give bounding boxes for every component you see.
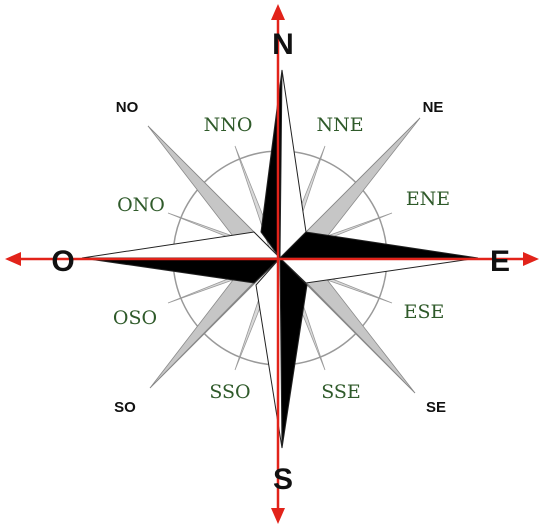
label-sso: SSO <box>209 381 250 403</box>
label-oso: OSO <box>113 307 157 329</box>
point-s-dark <box>280 258 307 448</box>
label-so: SO <box>114 399 136 416</box>
point-n-light <box>280 70 306 258</box>
arrowhead-south <box>271 508 285 524</box>
arrowhead-west <box>5 252 21 266</box>
label-ono: ONO <box>117 194 165 216</box>
label-nne: NNE <box>316 114 363 136</box>
point-e-dark <box>280 232 478 258</box>
label-s: S <box>273 463 293 496</box>
point-o-light <box>82 232 280 258</box>
label-se: SE <box>426 399 446 416</box>
arrowhead-east <box>523 252 539 266</box>
label-e: E <box>490 245 510 278</box>
label-nno: NNO <box>204 114 253 136</box>
label-no: NO <box>116 99 139 116</box>
point-o-dark <box>82 258 280 283</box>
label-sse: SSE <box>321 381 361 403</box>
label-n: N <box>272 28 294 61</box>
label-ene: ENE <box>406 188 450 210</box>
arrowhead-north <box>271 4 285 20</box>
point-e-light <box>280 258 478 283</box>
label-ne: NE <box>423 99 444 116</box>
label-o: O <box>51 245 74 278</box>
label-ese: ESE <box>404 301 445 323</box>
